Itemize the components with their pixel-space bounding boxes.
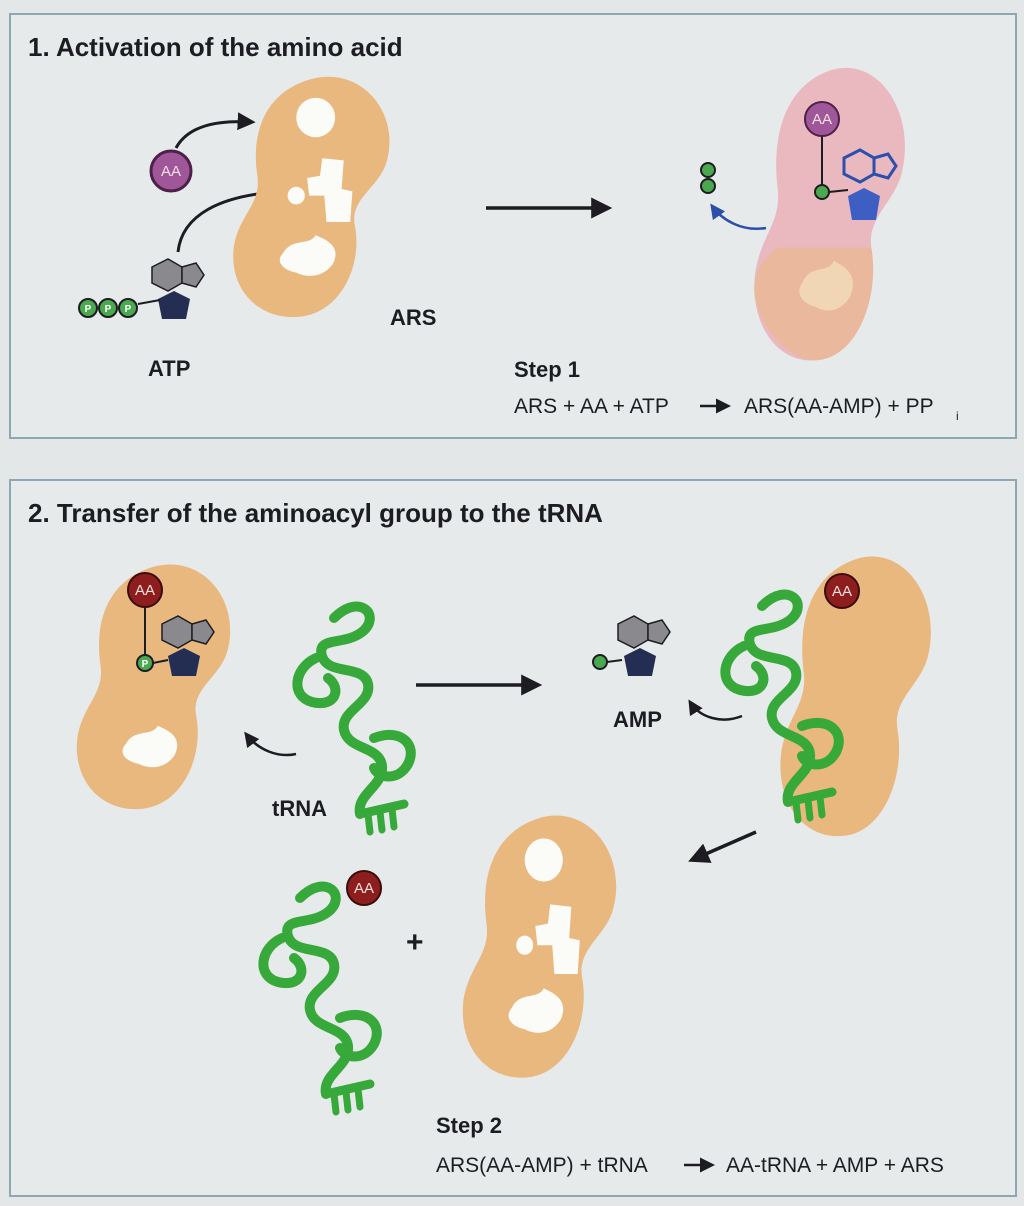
- atp-phosphate-2: [98, 298, 118, 318]
- atp-phosphate-1: [78, 298, 98, 318]
- panel-1-title: 1. Activation of the amino acid: [28, 32, 403, 62]
- atp-phosphate-bond: [137, 299, 161, 305]
- ars-bound-lower-lobe: [754, 247, 874, 361]
- amp-released: [592, 615, 671, 677]
- atp-phosphate-2-label: P: [105, 304, 112, 315]
- ars-label: ARS: [390, 305, 436, 330]
- aa-amp-complex-left: AA P: [127, 572, 215, 677]
- ribose-bound: [848, 188, 880, 220]
- atp-label: ATP: [148, 356, 190, 381]
- amino-acid-product: [346, 870, 382, 906]
- pyrophosphate-release-arrow: [710, 203, 767, 231]
- amino-acid-right: [824, 573, 860, 609]
- step-2-equation-left: ARS(AA-AMP) + tRNA: [436, 1154, 648, 1177]
- amino-acid-free-label: AA: [161, 163, 181, 180]
- pyrophosphate-1: [700, 162, 716, 178]
- amino-acid-bound-label: AA: [812, 111, 832, 128]
- atp-phosphate-3-label: P: [125, 304, 132, 315]
- left-phosphate-bond: [152, 659, 169, 664]
- amp-released-phosphate: [592, 654, 608, 670]
- atp-phosphate-1-label: P: [85, 304, 92, 315]
- amino-acid-left-label: AA: [135, 582, 155, 599]
- ars-with-aa-amp: [76, 564, 231, 810]
- amino-acid-left: [127, 572, 163, 608]
- panel-activation: 1. Activation of the amino acid AA P P P…: [9, 13, 1017, 439]
- dissociation-arrow: [688, 830, 757, 863]
- amino-acid-product-label: AA: [354, 880, 374, 897]
- amp-label: AMP: [613, 707, 662, 732]
- trna-binding-arrow: [244, 731, 297, 757]
- atp-molecule: P P P: [78, 258, 205, 320]
- amp-phosphate-bound: [814, 184, 830, 200]
- step-1-equation-right: ARS(AA-AMP) + PP: [744, 395, 934, 418]
- amino-acid-bound: [804, 101, 840, 137]
- plus-sign: +: [406, 926, 424, 959]
- amp-released-bond: [606, 659, 623, 663]
- ars-left-pocket: [122, 725, 178, 768]
- aa-binding-arrow: [174, 112, 256, 149]
- phosphate-ribose-bond: [828, 189, 849, 193]
- step-1-equation-subscript: i: [956, 409, 959, 423]
- aa-amp-intermediate: AA: [804, 101, 898, 220]
- amp-release-arrow: [688, 699, 743, 721]
- amino-acid-right-label: AA: [832, 583, 852, 600]
- step-2-equation-right: AA-tRNA + AMP + ARS: [726, 1154, 944, 1177]
- trna-label: tRNA: [272, 796, 327, 821]
- panel-transfer: 2. Transfer of the aminoacyl group to th…: [9, 479, 1017, 1197]
- phosphate-left-label: P: [142, 659, 149, 670]
- adenine-ring-5: [872, 152, 898, 180]
- atp-phosphate-3: [118, 298, 138, 318]
- panel-2-title: 2. Transfer of the aminoacyl group to th…: [28, 498, 603, 528]
- pyrophosphate-2: [700, 178, 716, 194]
- ars-enzyme-bound: [754, 67, 905, 361]
- step-2-title: Step 2: [436, 1113, 502, 1138]
- step-1-title: Step 1: [514, 357, 580, 382]
- amino-acid-free: [149, 149, 193, 193]
- step-1-equation-left: ARS + AA + ATP: [514, 395, 669, 418]
